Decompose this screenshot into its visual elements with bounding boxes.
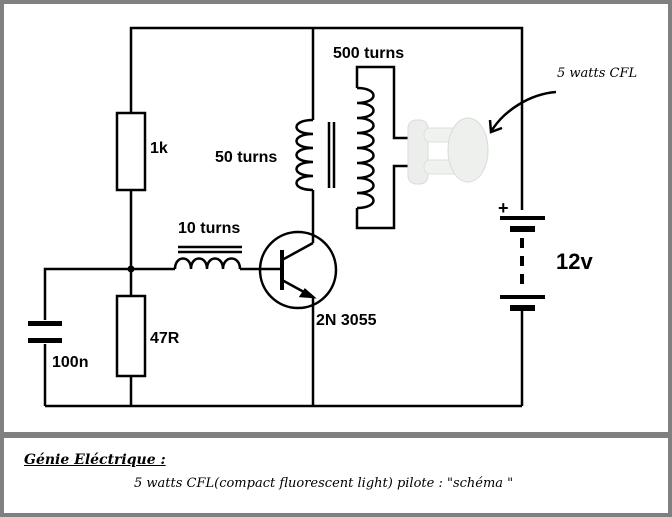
label-10-turns: 10 turns bbox=[178, 220, 240, 237]
label-cfl: 5 watts CFL bbox=[557, 66, 637, 81]
capacitor-100n bbox=[28, 321, 62, 343]
battery-12v bbox=[500, 216, 545, 311]
resistor-1k bbox=[115, 111, 147, 192]
label-100n: 100n bbox=[52, 354, 88, 371]
junction-node bbox=[127, 265, 135, 273]
label-500-turns: 500 turns bbox=[333, 45, 404, 62]
top-wire bbox=[129, 26, 524, 210]
resistor-47r bbox=[115, 294, 147, 378]
label-12v: 12v bbox=[556, 249, 593, 274]
cfl-lamp-icon bbox=[407, 117, 489, 185]
base-inductor bbox=[173, 245, 242, 270]
label-transistor: 2N 3055 bbox=[316, 312, 377, 329]
label-plus: + bbox=[498, 198, 509, 218]
wires bbox=[43, 26, 524, 408]
caption-panel: Génie Eléctrique : 5 watts CFL(compact f… bbox=[4, 438, 668, 513]
label-50-turns: 50 turns bbox=[215, 149, 277, 166]
transistor-2n3055 bbox=[258, 230, 338, 310]
caption-text: 5 watts CFL(compact fluorescent light) p… bbox=[134, 476, 514, 491]
label-1k: 1k bbox=[150, 140, 168, 157]
transformer bbox=[295, 86, 375, 210]
circuit-schematic: 500 turns 1k 50 turns 10 turns 2N 3055 4… bbox=[28, 26, 637, 408]
diagram-panel bbox=[4, 4, 668, 432]
arrow-icon bbox=[488, 90, 557, 134]
label-47r: 47R bbox=[150, 330, 180, 347]
caption-title: Génie Eléctrique : bbox=[24, 452, 166, 468]
